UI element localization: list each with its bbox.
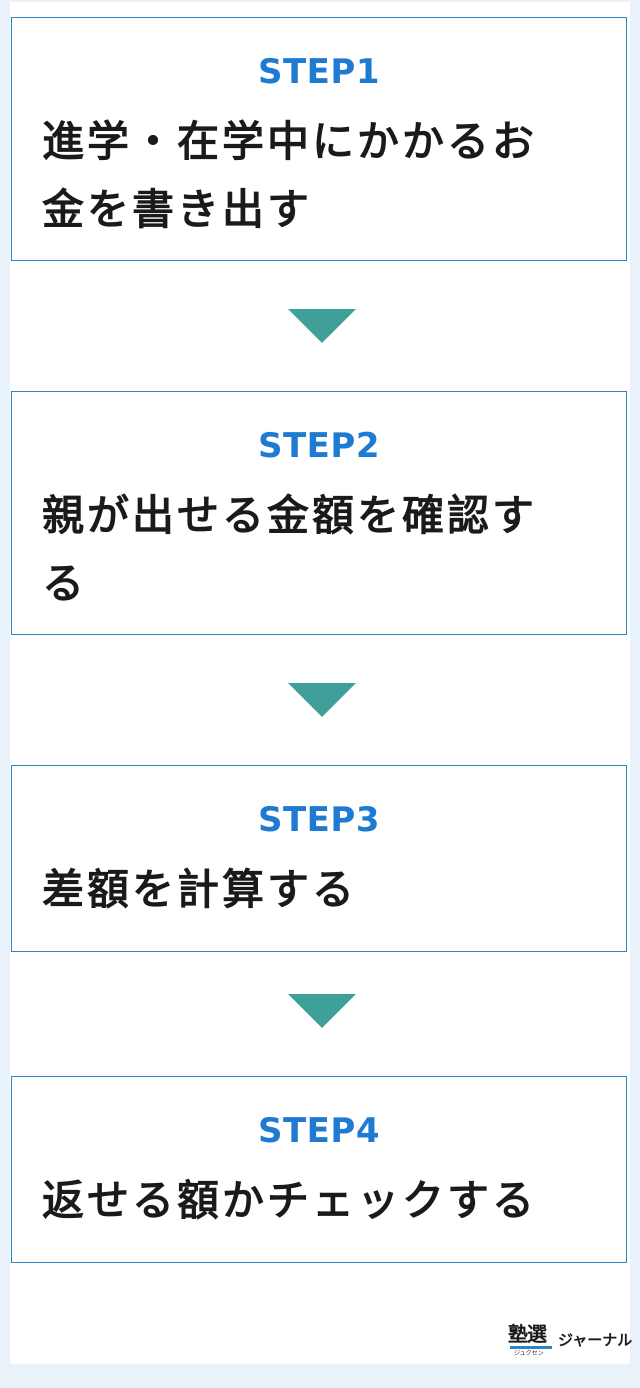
- step-box-3: STEP3 差額を計算する: [11, 765, 627, 952]
- step-box-1: STEP1 進学・在学中にかかるお 金を書き出す: [11, 17, 627, 261]
- step-label: STEP1: [258, 52, 380, 92]
- down-arrow-icon: [288, 994, 356, 1028]
- step-text: 差額を計算する: [42, 865, 358, 914]
- step-label: STEP3: [258, 800, 380, 840]
- logo-kana: ジャーナル: [558, 1331, 633, 1349]
- step-box-4: STEP4 返せる額かチェックする: [11, 1076, 627, 1263]
- juku-sen-journal-logo: 塾選 ジュクセン ジャーナル: [508, 1322, 632, 1357]
- step-label: STEP2: [258, 426, 380, 466]
- step-text: 進学・在学中にかかるお 金を書き出す: [42, 117, 538, 234]
- step-text: 親が出せる金額を確認す る: [42, 491, 538, 608]
- logo-underline: [510, 1346, 552, 1349]
- step-label: STEP4: [258, 1111, 380, 1151]
- logo-ruby: ジュクセン: [514, 1350, 544, 1357]
- down-arrow-icon: [288, 683, 356, 717]
- step-text: 返せる額かチェックする: [42, 1176, 538, 1225]
- down-arrow-icon: [288, 309, 356, 343]
- step-box-2: STEP2 親が出せる金額を確認す る: [11, 391, 627, 635]
- logo-kanji: 塾選: [508, 1322, 547, 1346]
